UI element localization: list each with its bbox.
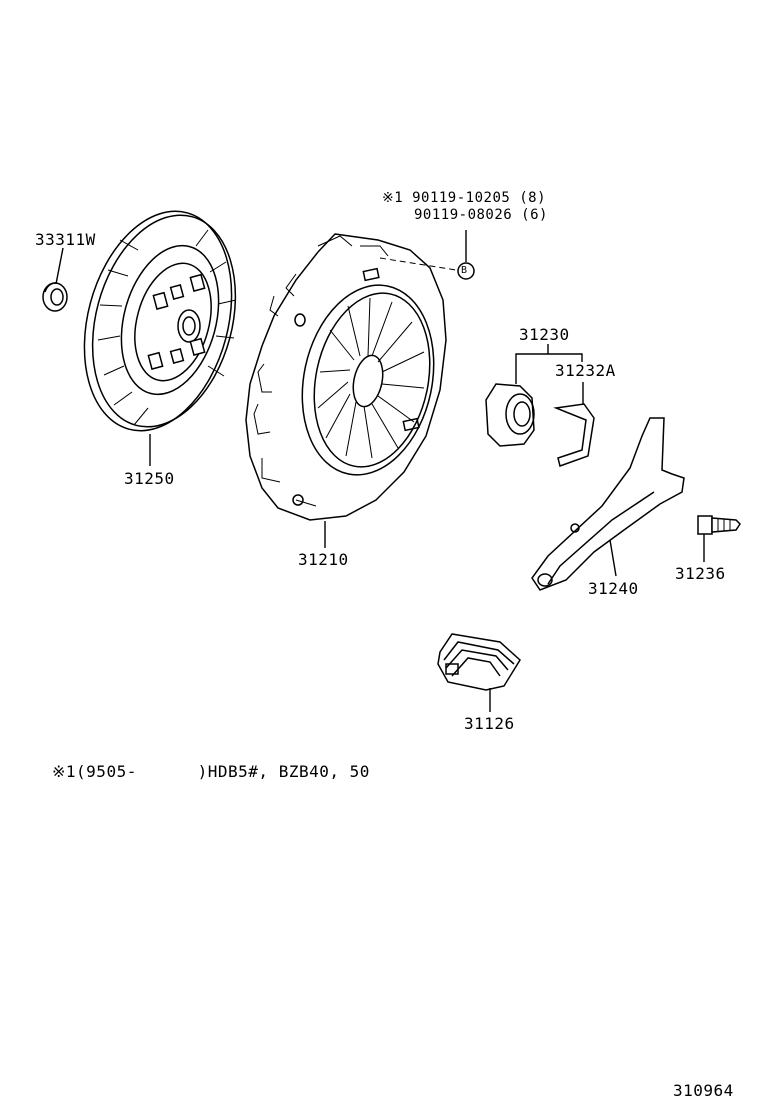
release-clip-drawing	[553, 403, 595, 467]
bolt-callout-line2: 90119-08026 (6)	[414, 207, 548, 223]
part-33311w-label: 33311W	[35, 230, 96, 249]
part-31210-label: 31210	[298, 550, 349, 569]
ball-stud-drawing	[697, 515, 741, 535]
diagram-id: 310964	[673, 1081, 734, 1100]
leader-bolt-dashed	[379, 257, 457, 271]
part-31250-label: 31250	[124, 469, 175, 488]
leader-33311w	[55, 247, 64, 285]
release-fork-boot-drawing	[437, 633, 521, 691]
applicability-footnote: ※1(9505- )HDB5#, BZB40, 50	[52, 762, 370, 781]
part-31230-label: 31230	[519, 325, 570, 344]
bolt-marker-letter: B	[461, 265, 468, 276]
clutch-cover-drawing	[245, 233, 447, 521]
release-bearing-drawing	[485, 383, 535, 447]
release-fork-drawing	[531, 417, 685, 591]
bolt-marker-circle	[457, 262, 475, 280]
pilot-bearing-drawing	[42, 282, 68, 312]
part-31232a-label: 31232A	[555, 361, 616, 380]
leader-31240	[609, 539, 617, 577]
part-31126-label: 31126	[464, 714, 515, 733]
bolt-callout-line1: ※1 90119-10205 (8)	[382, 190, 547, 206]
part-31240-label: 31240	[588, 579, 639, 598]
part-31236-label: 31236	[675, 564, 726, 583]
clutch-disc-drawing	[83, 210, 237, 432]
leader-31230	[515, 353, 583, 384]
